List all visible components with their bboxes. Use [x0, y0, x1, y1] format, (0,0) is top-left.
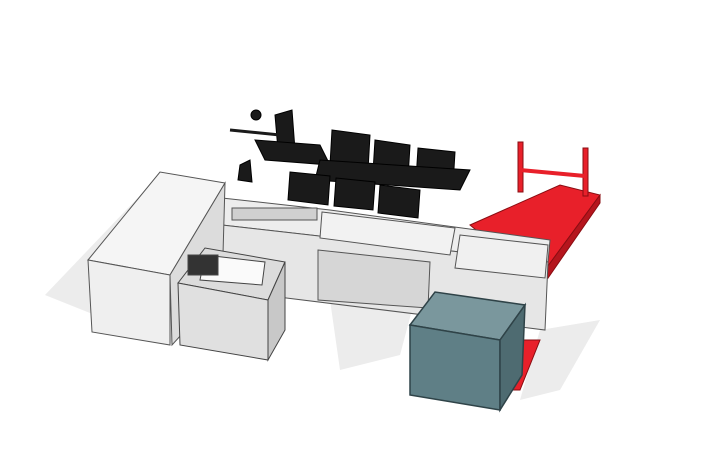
stove — [177, 247, 286, 362]
chairs — [229, 109, 471, 219]
cabinet-box — [408, 291, 527, 413]
